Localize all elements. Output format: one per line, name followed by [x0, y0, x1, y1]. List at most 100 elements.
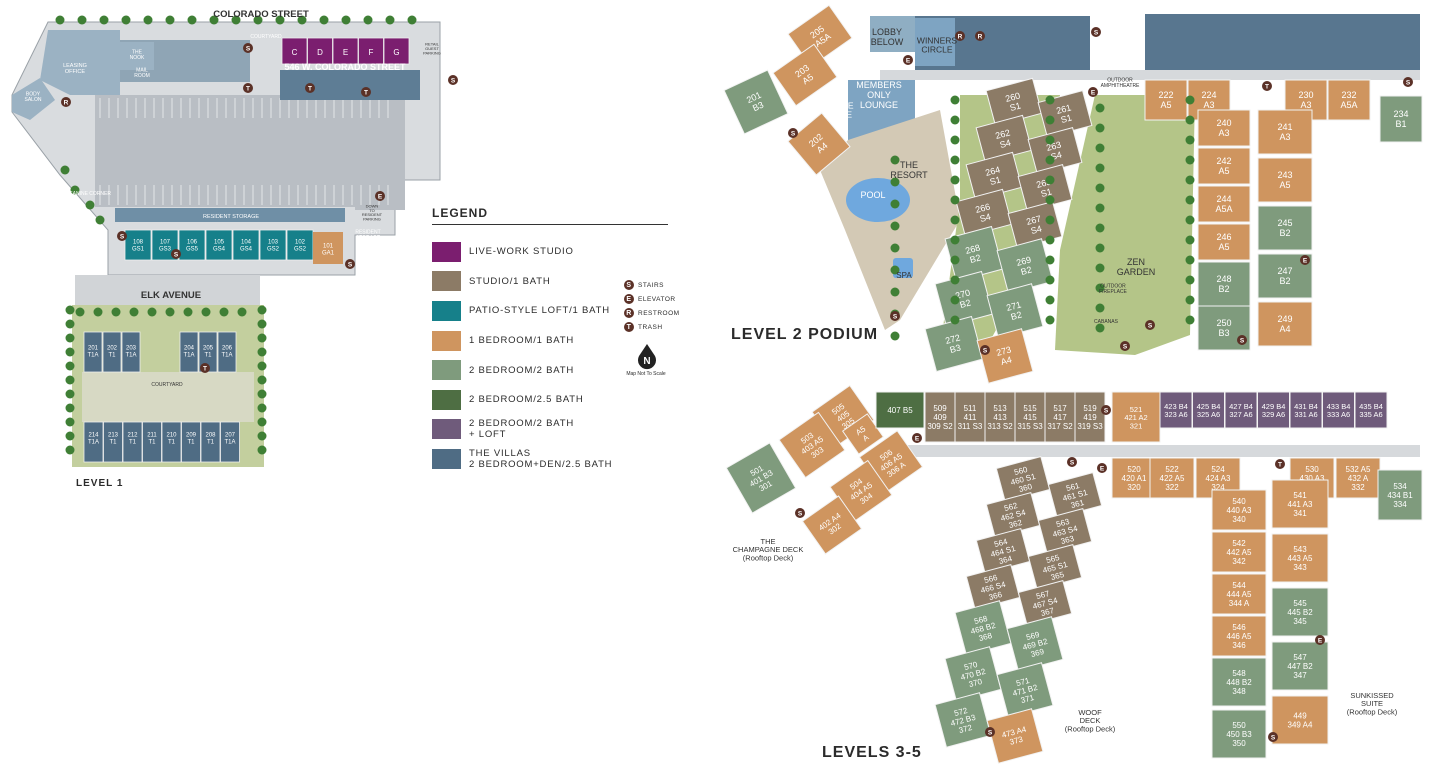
- facility-icon-glyph: T: [246, 86, 250, 93]
- tree: [341, 15, 351, 25]
- legend-swatch: [432, 300, 461, 321]
- tree: [950, 175, 960, 185]
- facility-icon-glyph: E: [915, 436, 920, 443]
- tree: [1045, 95, 1055, 105]
- key-label: TRASH: [638, 323, 663, 331]
- unit: 567467 S4367: [1017, 580, 1073, 626]
- unit: 568468 B2368: [954, 600, 1012, 656]
- unit-shape: [1257, 109, 1313, 155]
- facility-icon: [171, 249, 181, 259]
- unit-label: 266S4: [974, 201, 994, 224]
- facility-icon-glyph: S: [1240, 338, 1245, 345]
- facility-icon-glyph: S: [1406, 80, 1411, 87]
- tree: [219, 307, 229, 317]
- live-work-unit: [307, 37, 333, 65]
- tree: [143, 15, 153, 25]
- tree: [77, 15, 87, 25]
- tree: [950, 95, 960, 105]
- unit-shape: [1074, 391, 1106, 443]
- tree: [950, 115, 960, 125]
- villa-unit: [200, 421, 221, 463]
- tree: [1095, 183, 1105, 193]
- facility-icon-glyph: S: [893, 314, 898, 321]
- unit-shape: [1211, 573, 1267, 615]
- unit: 203A5: [772, 43, 838, 107]
- l2-corridor-north: [880, 70, 1420, 80]
- legend-item: PATIO-STYLE LOFT/1 BATH: [432, 296, 668, 326]
- tree: [257, 319, 267, 329]
- unit-101: [313, 232, 343, 264]
- unit-shape: [1149, 457, 1195, 499]
- unit-shape: [986, 708, 1044, 764]
- unit-shape: [1271, 587, 1329, 637]
- unit-shape: [1111, 457, 1157, 499]
- tree: [950, 315, 960, 325]
- tree: [65, 347, 75, 357]
- facility-icon-glyph: S: [798, 511, 803, 518]
- tree: [187, 15, 197, 25]
- unit: 272B3: [924, 315, 984, 373]
- facility-icon-glyph: T: [1278, 462, 1282, 469]
- unit: 473 A4373: [986, 708, 1044, 764]
- unit-shape: [1257, 301, 1313, 347]
- tree: [65, 445, 75, 455]
- tree: [950, 135, 960, 145]
- legend-item: 2 BEDROOM/2 BATH: [432, 355, 668, 385]
- unit-shape: [1044, 391, 1076, 443]
- unit-shape: [1197, 305, 1251, 351]
- l35-corridor-north: [905, 445, 1420, 457]
- facility-icon-glyph: S: [988, 730, 993, 737]
- loft-unit: [286, 229, 314, 261]
- facility-icon: [1315, 635, 1325, 645]
- facility-icon: [1091, 27, 1101, 37]
- tree: [65, 305, 75, 315]
- live-work-label: E: [343, 48, 348, 57]
- unit-label: 563463 S4363: [1049, 515, 1081, 547]
- tree: [257, 305, 267, 315]
- tree: [1095, 283, 1105, 293]
- tree: [1185, 95, 1195, 105]
- level2-label: LEVEL 2 PODIUM: [731, 326, 879, 343]
- tree: [65, 431, 75, 441]
- l2-lobby-roof: [870, 16, 915, 52]
- villa-unit: [142, 421, 162, 463]
- level1-label: LEVEL 1: [76, 478, 124, 489]
- tree: [75, 307, 85, 317]
- tree: [165, 15, 175, 25]
- unit: 402 A4302: [801, 495, 863, 555]
- unit-shape: [1211, 709, 1267, 759]
- facility-icon-glyph: E: [1100, 466, 1105, 473]
